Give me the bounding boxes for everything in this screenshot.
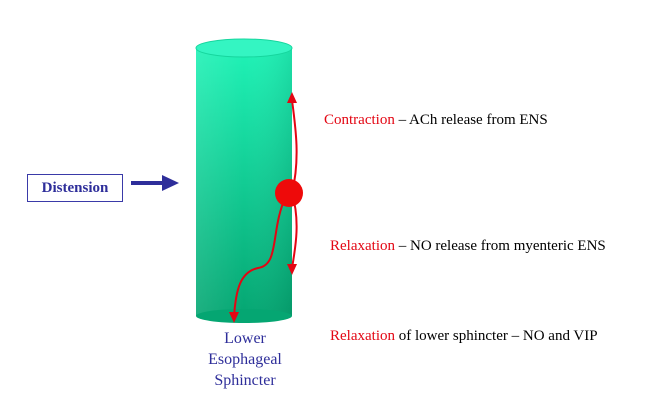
bolus-dot: [275, 179, 303, 207]
annotation-text: – NO release from myenteric ENS: [394, 238, 606, 254]
annotation-highlight: Contraction: [324, 112, 395, 128]
annotation-highlight: Relaxation: [330, 238, 395, 254]
contraction-arrowhead: [287, 92, 297, 103]
esophagus-tube: [195, 38, 293, 323]
distension-label: Distension: [27, 174, 123, 202]
les-label-line: Sphincter: [214, 372, 276, 389]
sphincter-relaxation-curve: [233, 195, 287, 317]
annotation-highlight: Relaxation: [330, 328, 395, 344]
contraction-annotation: Contraction – ACh release from ENS: [324, 112, 548, 129]
lower-esophageal-sphincter-label: Lower Esophageal Sphincter: [195, 328, 295, 391]
annotation-text: – ACh release from ENS: [394, 112, 548, 128]
les-label-line: Esophageal: [208, 351, 282, 368]
sphincter-annotation: Relaxation of lower sphincter – NO and V…: [330, 328, 598, 345]
annotation-text: of lower sphincter – NO and VIP: [394, 328, 598, 344]
sphincter-arrowhead: [229, 312, 239, 323]
les-label-line: Lower: [224, 330, 266, 347]
relaxation-annotation: Relaxation – NO release from myenteric E…: [330, 238, 606, 255]
relaxation-arrowhead: [287, 264, 297, 275]
distension-arrow: [131, 175, 179, 191]
